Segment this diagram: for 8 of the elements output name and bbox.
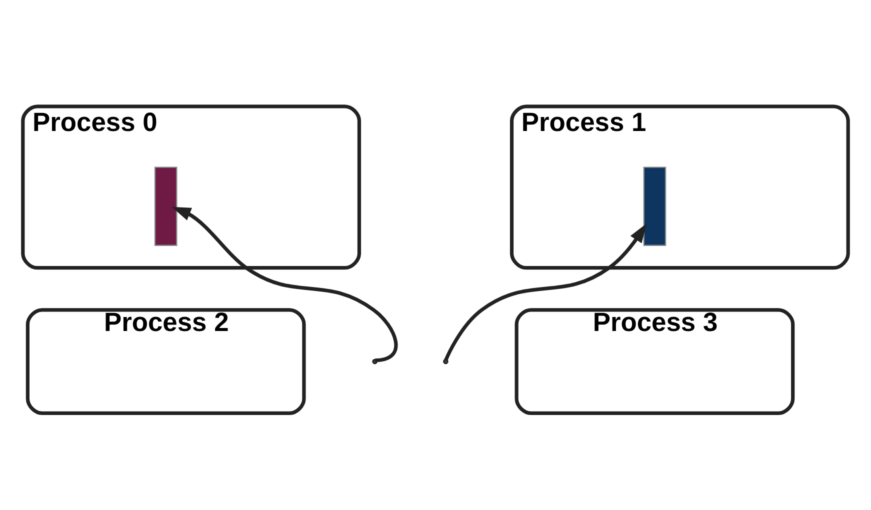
arrow xyxy=(172,206,398,362)
node-box: Process 3 xyxy=(514,308,795,415)
node-bar xyxy=(643,166,666,246)
arrow xyxy=(444,223,647,361)
node-bar xyxy=(154,166,178,246)
node-box: Process 2 xyxy=(26,308,306,415)
cluster: Process 1 xyxy=(510,104,850,270)
cluster: Process 0 xyxy=(21,104,362,270)
